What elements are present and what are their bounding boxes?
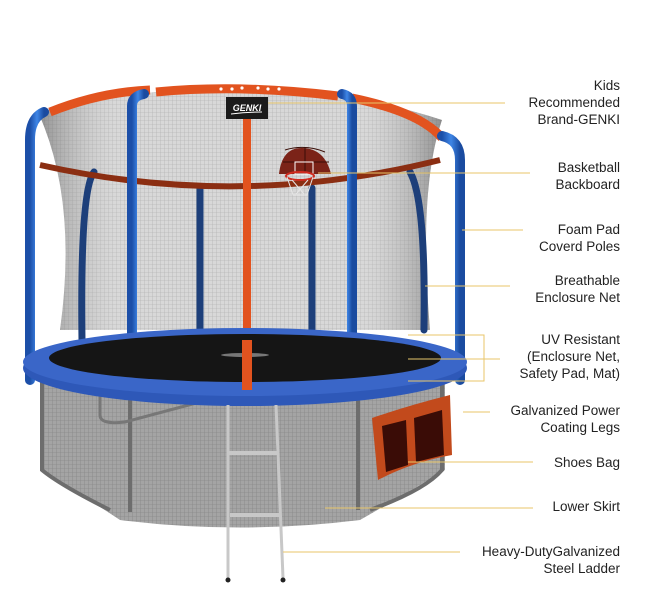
shoes-bag [372, 395, 452, 480]
callout-shoes-bag: Shoes Bag [553, 455, 620, 470]
callout-uv: UV Resistant (Enclosure Net, Safety Pad,… [519, 332, 620, 381]
callout-ladder: Heavy-DutyGalvanized Steel Ladder [481, 544, 620, 576]
callout-backboard: Basketball Backboard [555, 160, 620, 192]
back-poles [78, 168, 428, 344]
basketball-backboard [279, 146, 331, 196]
genki-sign: GENKI [226, 97, 268, 119]
svg-text:GENKI: GENKI [233, 103, 262, 113]
enclosure-net [38, 87, 442, 330]
center-pole [243, 110, 251, 340]
callout-poles: Foam Pad Coverd Poles [538, 222, 620, 254]
callout-net: Breathable Enclosure Net [535, 273, 620, 305]
front-poles [25, 89, 465, 389]
callout-legs: Galvanized Power Coating Legs [510, 403, 620, 435]
inner-ring [39, 157, 441, 190]
callout-lines [268, 102, 533, 553]
ladder [225, 404, 286, 583]
callout-lower-skirt: Lower Skirt [552, 499, 620, 514]
callout-brand: Kids Recommended Brand-GENKI [528, 78, 620, 127]
